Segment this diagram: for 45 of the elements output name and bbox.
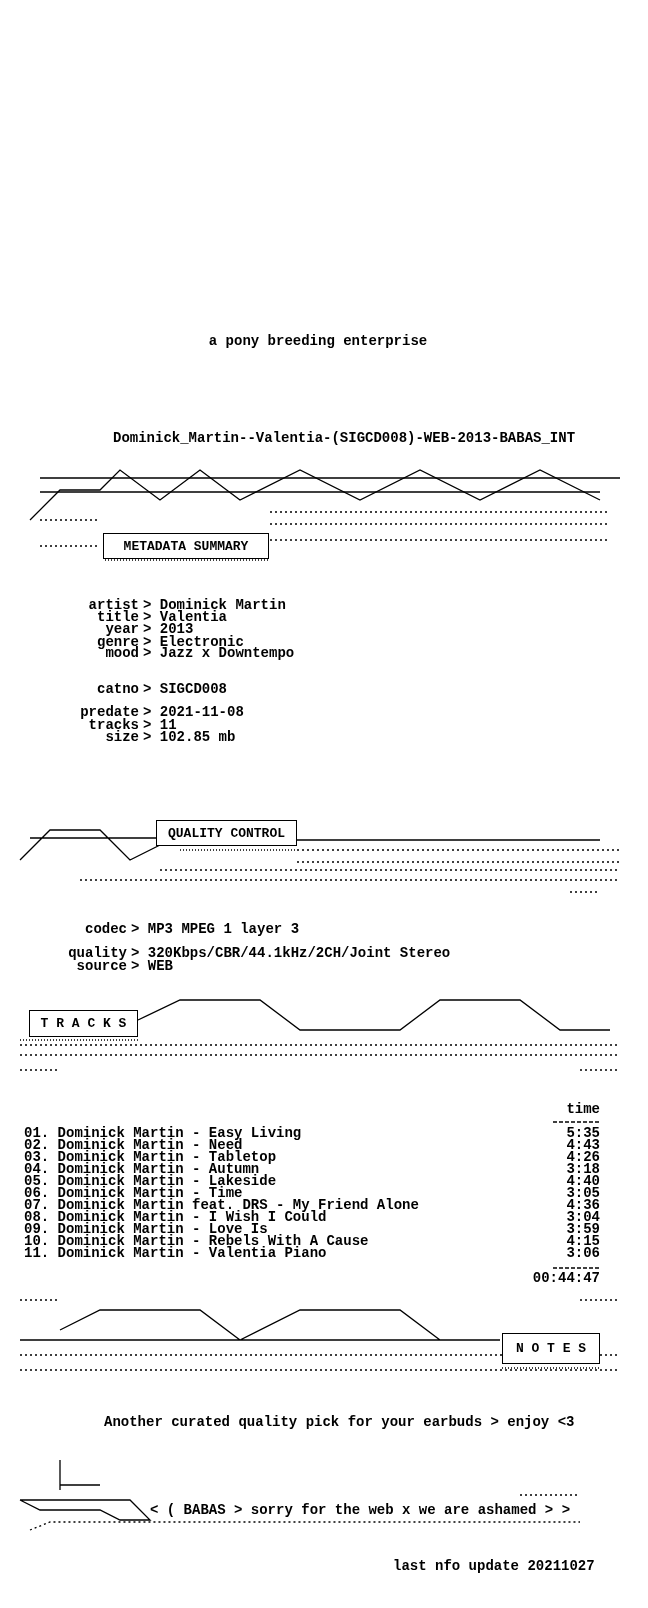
- framed-heading: QUALITY CONTROL: [156, 820, 297, 846]
- column-header: time: [566, 1102, 600, 1116]
- field-value: > 2021-11-08: [143, 705, 244, 719]
- field-value: > 11: [143, 718, 177, 732]
- framed-heading: METADATA SUMMARY: [103, 533, 269, 559]
- field-key: catno: [97, 682, 139, 696]
- track-time: 4:26: [566, 1150, 600, 1164]
- field-value: > 2013: [143, 622, 194, 636]
- track-time: 4:15: [566, 1234, 600, 1248]
- track-title: 11. Dominick Martin - Valentia Piano: [24, 1246, 327, 1260]
- field-key: year: [105, 622, 139, 636]
- field-value: > WEB: [131, 959, 173, 973]
- track-time: 3:18: [566, 1162, 600, 1176]
- field-key: title: [97, 610, 139, 624]
- field-key: quality: [68, 946, 127, 960]
- framed-heading: T R A C K S: [29, 1010, 138, 1037]
- field-value: > SIGCD008: [143, 682, 227, 696]
- track-time: 3:59: [566, 1222, 600, 1236]
- field-value: > Electronic: [143, 635, 244, 649]
- message-text: < ( BABAS > sorry for the web x we are ashamed > >: [150, 1503, 571, 1517]
- track-time: 3:04: [566, 1210, 600, 1224]
- update-date: last nfo update 20211027: [393, 1559, 595, 1573]
- field-value: > Dominick Martin: [143, 598, 286, 612]
- field-value: > 320Kbps/CBR/44.1kHz/2CH/Joint Stereo: [131, 946, 451, 960]
- track-time: 3:06: [566, 1246, 600, 1260]
- total-time: 00:44:47: [532, 1271, 600, 1285]
- field-key: predate: [80, 705, 139, 719]
- track-time: 5:35: [566, 1126, 600, 1140]
- field-key: artist: [88, 598, 139, 612]
- release-name: Dominick_Martin--Valentia-(SIGCD008)-WEB-2013-BABAS_INT: [113, 431, 576, 445]
- field-key: source: [76, 959, 127, 973]
- framed-heading: N O T E S: [502, 1333, 600, 1364]
- track-time: 4:36: [566, 1198, 600, 1212]
- field-key: size: [105, 730, 139, 744]
- field-value: > MP3 MPEG 1 layer 3: [131, 922, 300, 936]
- track-time: 4:40: [566, 1174, 600, 1188]
- track-time: 4:43: [566, 1138, 600, 1152]
- field-value: > Jazz x Downtempo: [143, 646, 295, 660]
- field-value: > 102.85 mb: [143, 730, 236, 744]
- field-key: codec: [85, 922, 127, 936]
- field-value: > Valentia: [143, 610, 227, 624]
- track-title: 05. Dominick Martin - Lakeside: [24, 1174, 277, 1188]
- track-time: 3:05: [566, 1186, 600, 1200]
- tagline: a pony breeding enterprise: [208, 334, 428, 348]
- note-text: Another curated quality pick for your earbuds > enjoy <3: [104, 1415, 575, 1429]
